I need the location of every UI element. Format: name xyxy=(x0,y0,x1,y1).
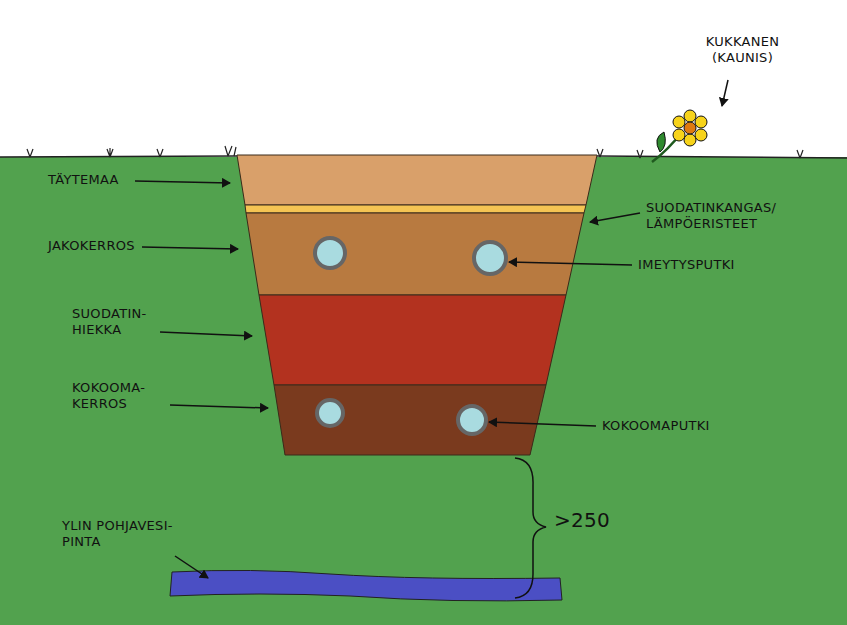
layer-label: TÄYTEMAA xyxy=(48,172,158,188)
plant-label: KUKKANEN (KAUNIS) xyxy=(690,34,795,66)
trench-layers xyxy=(237,155,597,455)
water-level-label: YLIN POHJAVESI- PINTA xyxy=(62,518,212,550)
layer-label: SUODATIN- HIEKKA xyxy=(72,306,164,338)
dimension-brace xyxy=(515,458,546,598)
layer-label: JAKOKERROS xyxy=(48,238,168,254)
leader-arrows xyxy=(135,80,728,578)
layer-label: SUODATINKANGAS/ LÄMPÖERISTEET xyxy=(646,200,811,232)
layer-label: KOKOOMA- KERROS xyxy=(72,380,164,412)
ground xyxy=(0,157,847,625)
pipes xyxy=(315,238,506,434)
dimension-value: >250 xyxy=(554,508,624,532)
groundwater xyxy=(170,570,562,601)
pipe-label: IMEYTYSPUTKI xyxy=(638,257,778,273)
flower xyxy=(652,110,707,162)
pipe-label: KOKOOMAPUTKI xyxy=(602,418,742,434)
